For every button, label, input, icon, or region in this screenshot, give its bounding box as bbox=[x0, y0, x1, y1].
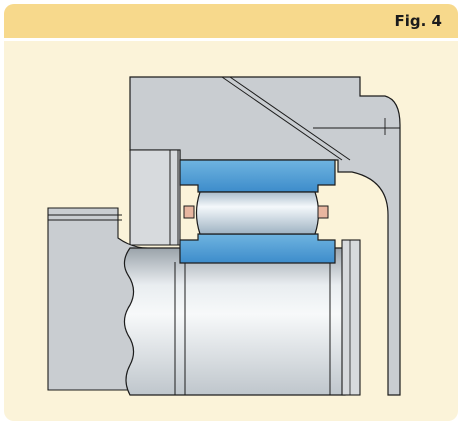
inner-ring bbox=[179, 233, 336, 264]
housing bbox=[129, 76, 401, 396]
figure-label: Fig. 4 bbox=[394, 12, 442, 30]
cylindrical-roller bbox=[195, 191, 320, 235]
spacer-ring bbox=[341, 239, 361, 396]
figure-header: Fig. 4 bbox=[4, 4, 458, 41]
cage-left bbox=[183, 205, 195, 219]
outer-ring bbox=[179, 159, 336, 193]
shaft bbox=[123, 247, 346, 396]
bearing-arrangement-drawing bbox=[47, 76, 401, 396]
cage-right bbox=[317, 205, 329, 219]
snap-ring-left bbox=[169, 149, 179, 246]
figure-card: Fig. 4 bbox=[4, 4, 458, 421]
housing-chamfer bbox=[229, 76, 351, 161]
housing-chamfer bbox=[221, 76, 343, 161]
